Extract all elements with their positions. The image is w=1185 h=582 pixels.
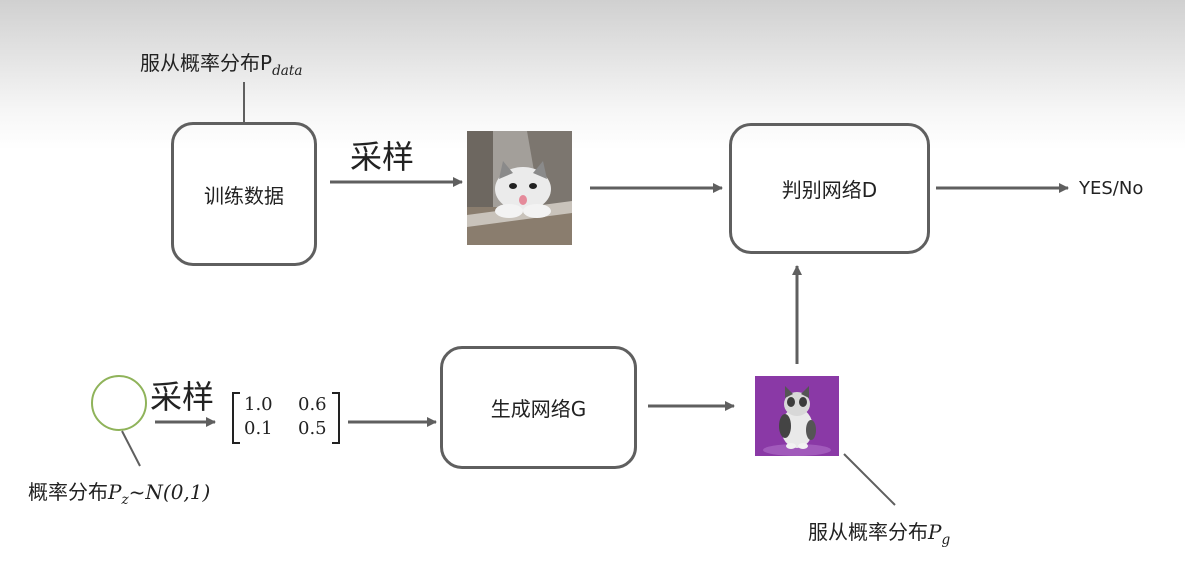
data-distribution-label: 服从概率分布Pdata: [140, 51, 303, 80]
noise-circle: [91, 375, 147, 431]
sample-label-top: 采样: [350, 138, 415, 176]
matrix-right-bracket: [332, 392, 340, 444]
discriminator-box: 判别网络D: [729, 123, 930, 254]
noise-matrix: 1.0 0.6 0.1 0.5: [232, 392, 342, 444]
training-data-box: 训练数据: [171, 122, 317, 266]
training-data-label: 训练数据: [204, 183, 284, 208]
matrix-left-bracket: [232, 392, 240, 444]
cat-photo-purple-icon: [755, 376, 839, 456]
matrix-cell: 1.0: [244, 394, 273, 415]
discriminator-label: 判别网络D: [781, 178, 878, 202]
sample-label-bottom: 采样: [150, 378, 215, 416]
noise-distribution-label: 概率分布Pz~N(0,1): [28, 480, 211, 509]
generator-box: 生成网络G: [440, 346, 637, 469]
matrix-cell: 0.6: [298, 394, 327, 415]
matrix-cell: 0.5: [298, 418, 327, 439]
real-sample-image: [467, 131, 572, 245]
noise-leader-line: [121, 430, 141, 467]
generator-label: 生成网络G: [490, 397, 587, 421]
cat-photo-icon: [467, 131, 572, 245]
matrix-cell: 0.1: [244, 418, 273, 439]
output-label: YES/No: [1079, 178, 1144, 199]
gen-dist-leader-line: [843, 453, 896, 506]
generated-distribution-label: 服从概率分布Pg: [808, 520, 951, 549]
generated-sample-image: [755, 376, 839, 456]
